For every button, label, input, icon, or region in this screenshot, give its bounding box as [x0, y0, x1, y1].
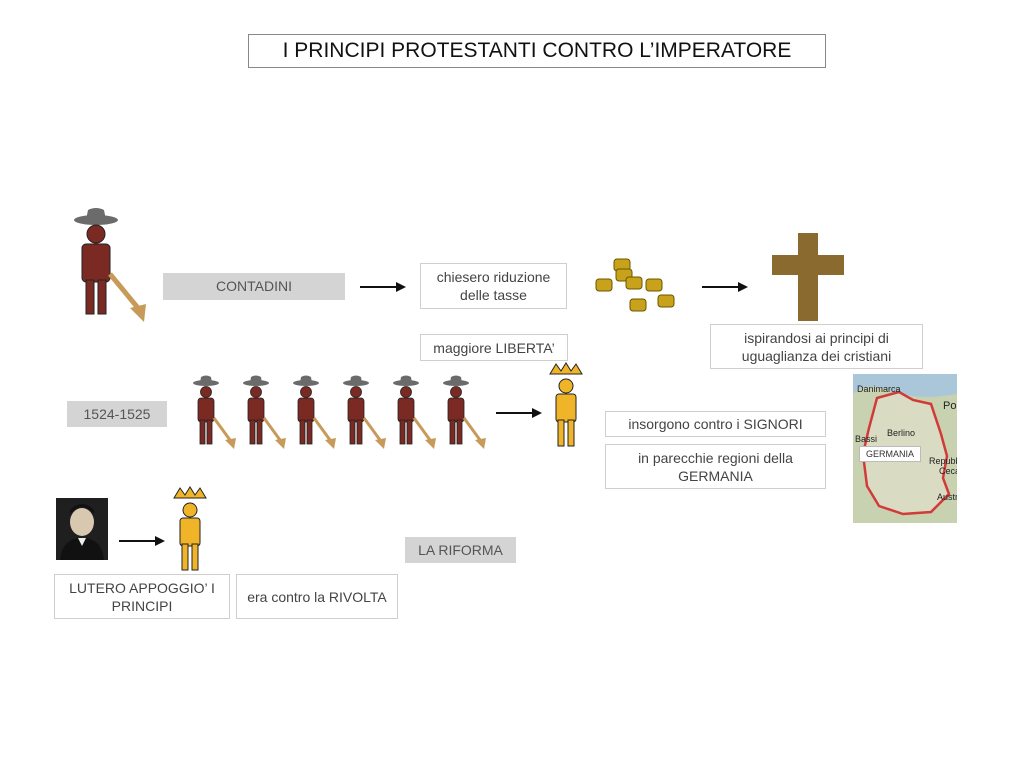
map-label-repubb: Repubb: [929, 456, 957, 466]
contro-rivolta-box: era contro la RIVOLTA: [236, 574, 398, 619]
map-label-bassi: Bassi: [855, 434, 878, 444]
lutero-box: LUTERO APPOGGIO’ I PRINCIPI: [54, 574, 230, 619]
regioni-box: in parecchie regioni della GERMANIA: [605, 444, 826, 489]
insorgono-box: insorgono contro i SIGNORI: [605, 411, 826, 437]
peasant-icon: [72, 204, 152, 326]
peasant-icon: [392, 374, 440, 452]
chiesero-box: chiesero riduzione delle tasse: [420, 263, 567, 309]
peasant-row: [192, 374, 492, 454]
arrow-right-icon: [117, 534, 167, 548]
arrow-right-icon: [494, 406, 544, 420]
liberta-box: maggiore LIBERTA’: [420, 334, 568, 361]
germany-map: Danimarca Po Berlino Bassi Repubb Ceca A…: [853, 374, 957, 523]
map-label-austri: Austri: [937, 492, 957, 502]
map-label-ceca: Ceca: [939, 466, 957, 476]
arrow-right-icon: [358, 280, 408, 294]
peasant-icon: [342, 374, 390, 452]
years-label: 1524-1525: [67, 401, 167, 427]
coins-icon: [594, 255, 682, 317]
cross-icon: [772, 233, 844, 321]
page-title: I PRINCIPI PROTESTANTI CONTRO L’IMPERATO…: [248, 34, 826, 68]
map-label-po: Po: [943, 400, 957, 412]
map-label-danimarca: Danimarca: [857, 384, 901, 394]
peasant-icon: [242, 374, 290, 452]
contadini-label: CONTADINI: [163, 273, 345, 300]
ispirandosi-box: ispirandosi ai principi di uguaglianza d…: [710, 324, 923, 369]
luther-portrait: [56, 498, 108, 560]
peasant-icon: [292, 374, 340, 452]
map-label-berlino: Berlino: [887, 428, 916, 438]
map-label-germania: GERMANIA: [859, 446, 922, 462]
prince-icon: [172, 486, 208, 572]
prince-icon: [548, 362, 584, 448]
riforma-label: LA RIFORMA: [405, 537, 516, 563]
peasant-icon: [442, 374, 490, 452]
arrow-right-icon: [700, 280, 750, 294]
peasant-icon: [192, 374, 240, 452]
